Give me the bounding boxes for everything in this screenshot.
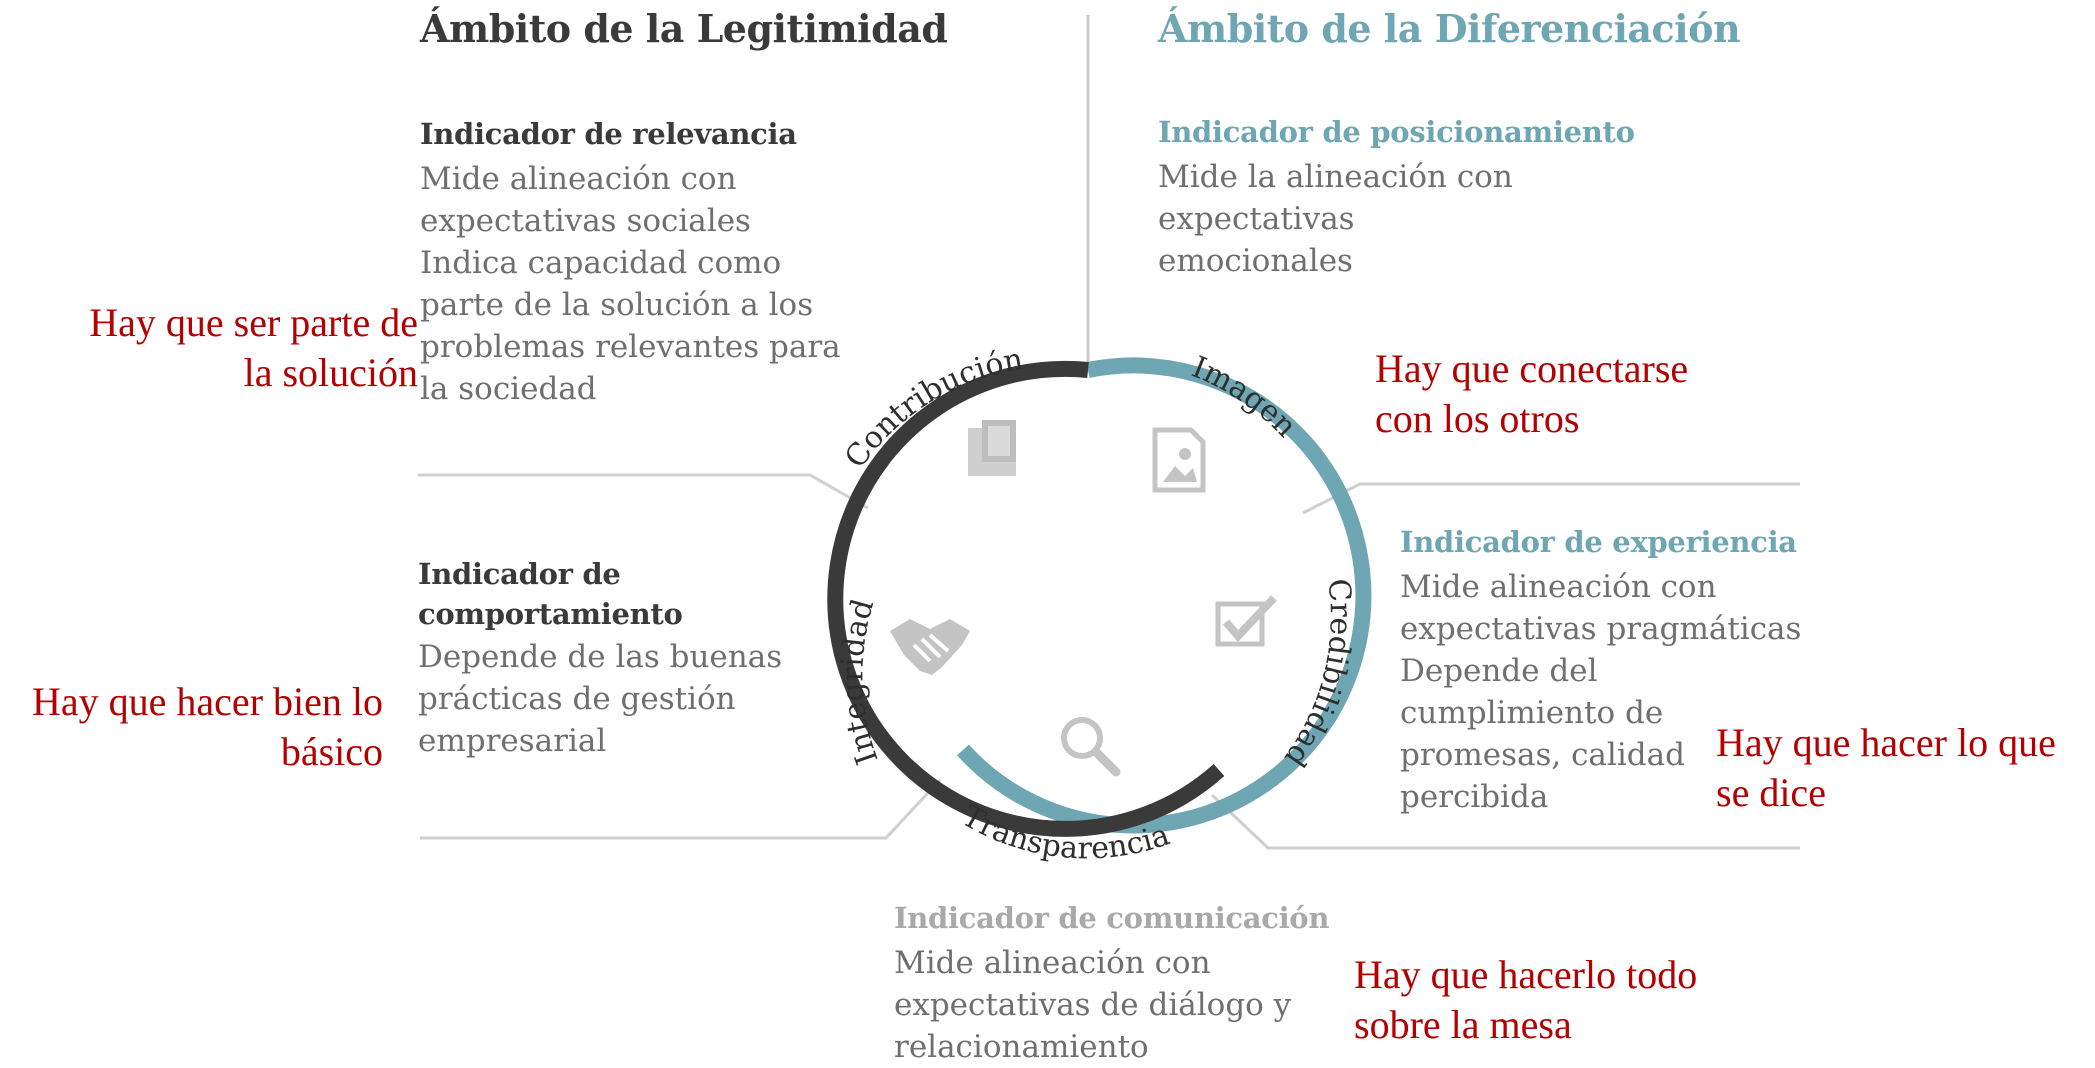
ring-label-imagen: Imagen xyxy=(1187,350,1303,444)
note-conectarse-line: con los otros xyxy=(1375,396,1580,441)
indicator-experiencia-line: Depende del xyxy=(1400,653,1598,689)
connector-line-top-left xyxy=(418,473,869,510)
document-icon xyxy=(968,420,1016,476)
ring-arc-dark xyxy=(827,360,1225,837)
indicator-experiencia-line: Mide alineación con xyxy=(1400,569,1717,605)
note-basico-line: básico xyxy=(280,729,383,774)
indicator-comunicacion-line: Mide alineación con xyxy=(894,945,1211,981)
note-mesa-line: sobre la mesa xyxy=(1354,1002,1572,1047)
indicator-experiencia-line: promesas, calidad xyxy=(1400,737,1685,773)
indicator-experiencia-line: cumplimiento de xyxy=(1400,695,1664,731)
note-conectarse: Hay que conectarse con los otros xyxy=(1375,344,1688,444)
heading-diferenciacion: Ámbito de la Diferenciación xyxy=(1158,6,1741,51)
indicator-relevancia-line: Mide alineación con xyxy=(420,161,737,197)
indicator-experiencia: Indicador de experiencia Mide alineación… xyxy=(1400,522,1801,818)
note-mesa: Hay que hacerlo todo sobre la mesa xyxy=(1354,950,1697,1050)
indicator-comportamiento: Indicador de comportamiento Depende de l… xyxy=(418,554,782,762)
note-conectarse-line: Hay que conectarse xyxy=(1375,346,1689,391)
indicator-relevancia-line: Indica capacidad como xyxy=(420,245,782,281)
indicator-comportamiento-line: empresarial xyxy=(418,723,607,759)
note-dice-line: Hay que hacer lo que xyxy=(1716,720,2056,765)
connector-line-top-right xyxy=(1302,482,1800,515)
indicator-comunicacion-line: relacionamiento xyxy=(894,1029,1149,1065)
note-mesa-line: Hay que hacerlo todo xyxy=(1354,952,1698,997)
note-basico-line: Hay que hacer bien lo xyxy=(32,679,383,724)
note-dice: Hay que hacer lo que se dice xyxy=(1716,718,2056,818)
ring-label-credibilidad: Credibilidad xyxy=(1277,577,1358,773)
indicator-experiencia-title: Indicador de experiencia xyxy=(1400,525,1797,559)
svg-text:Credibilidad: Credibilidad xyxy=(1277,577,1358,773)
indicator-comportamiento-title: Indicador de xyxy=(418,557,621,591)
note-dice-line: se dice xyxy=(1716,770,1826,815)
note-solucion-line: la solución xyxy=(243,350,418,395)
indicator-relevancia-line: problemas relevantes para xyxy=(420,329,841,365)
indicator-posicionamiento-line: expectativas xyxy=(1158,201,1355,237)
indicator-posicionamiento-title: Indicador de posicionamiento xyxy=(1158,115,1635,149)
indicator-experiencia-line: percibida xyxy=(1400,779,1549,815)
indicator-relevancia-line: parte de la solución a los xyxy=(420,287,814,323)
checkbox-icon xyxy=(1215,595,1277,647)
indicator-relevancia-line: la sociedad xyxy=(420,371,597,407)
indicator-posicionamiento-line: Mide la alineación con xyxy=(1158,159,1513,195)
indicator-comportamiento-title: comportamiento xyxy=(418,597,683,631)
heading-legitimidad: Ámbito de la Legitimidad xyxy=(420,6,948,51)
indicator-experiencia-line: expectativas pragmáticas xyxy=(1400,611,1802,647)
indicator-relevancia-title: Indicador de relevancia xyxy=(420,117,797,151)
indicator-posicionamiento-line: emocionales xyxy=(1158,243,1353,279)
indicator-posicionamiento: Indicador de posicionamiento Mide la ali… xyxy=(1158,112,1635,282)
indicator-comunicacion-line: expectativas de diálogo y xyxy=(894,987,1292,1023)
note-solucion: Hay que ser parte de la solución xyxy=(89,298,418,398)
handshake-icon xyxy=(890,619,970,675)
note-basico: Hay que hacer bien lo básico xyxy=(32,677,383,777)
svg-text:Imagen: Imagen xyxy=(1187,350,1303,444)
connector-line-bottom-left xyxy=(420,778,942,840)
magnifier-icon xyxy=(1061,717,1121,777)
indicator-comunicacion-title: Indicador de comunicación xyxy=(894,901,1330,935)
indicator-relevancia-line: expectativas sociales xyxy=(420,203,751,239)
image-icon xyxy=(1152,427,1206,493)
indicator-comportamiento-line: prácticas de gestión xyxy=(418,681,736,717)
indicator-relevancia: Indicador de relevancia Mide alineación … xyxy=(420,114,841,410)
indicator-comportamiento-line: Depende de las buenas xyxy=(418,639,783,675)
indicator-comunicacion: Indicador de comunicación Mide alineació… xyxy=(894,898,1329,1068)
note-solucion-line: Hay que ser parte de xyxy=(89,300,418,345)
